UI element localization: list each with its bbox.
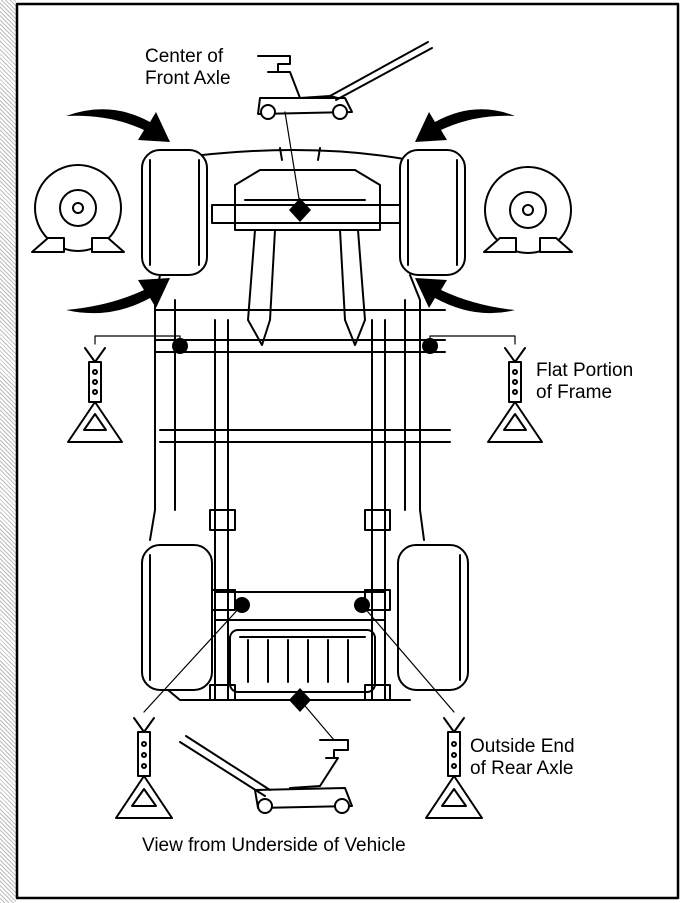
rear-left-tire-icon	[141, 544, 213, 691]
rear-differential	[229, 629, 376, 693]
label-frame-line2: of Frame	[536, 382, 613, 403]
lift-point-marker-icons	[172, 198, 438, 712]
floor-jack-icon-front	[257, 41, 433, 120]
left-margin-hatch	[0, 0, 16, 903]
label-rear-axle-line1: Outside End	[470, 736, 575, 757]
jack-stand-icon-left-rear	[115, 717, 173, 819]
label-front-axle-line1: Center of	[145, 46, 224, 67]
jack-stand-icon-left-frame	[67, 347, 123, 443]
diagram-border	[15, 2, 680, 900]
jack-stand-icon-right-rear	[425, 717, 483, 819]
wheel-chock-icon-left	[31, 164, 125, 253]
front-left-tire-icon	[141, 149, 208, 276]
rotation-arrow-icons	[66, 109, 515, 314]
front-suspension	[211, 147, 403, 346]
label-rear-axle-line2: of Rear Axle	[470, 758, 574, 779]
diagram-caption: View from Underside of Vehicle	[142, 835, 406, 856]
label-frame-line1: Flat Portion	[536, 360, 634, 381]
floor-jack-icon-rear	[179, 735, 353, 814]
wheel-chock-icon-right	[483, 166, 573, 254]
label-front-axle-line2: Front Axle	[145, 68, 231, 89]
rear-right-tire-icon	[397, 544, 469, 691]
front-right-tire-icon	[399, 149, 466, 276]
jack-stand-icon-right-frame	[487, 347, 543, 443]
